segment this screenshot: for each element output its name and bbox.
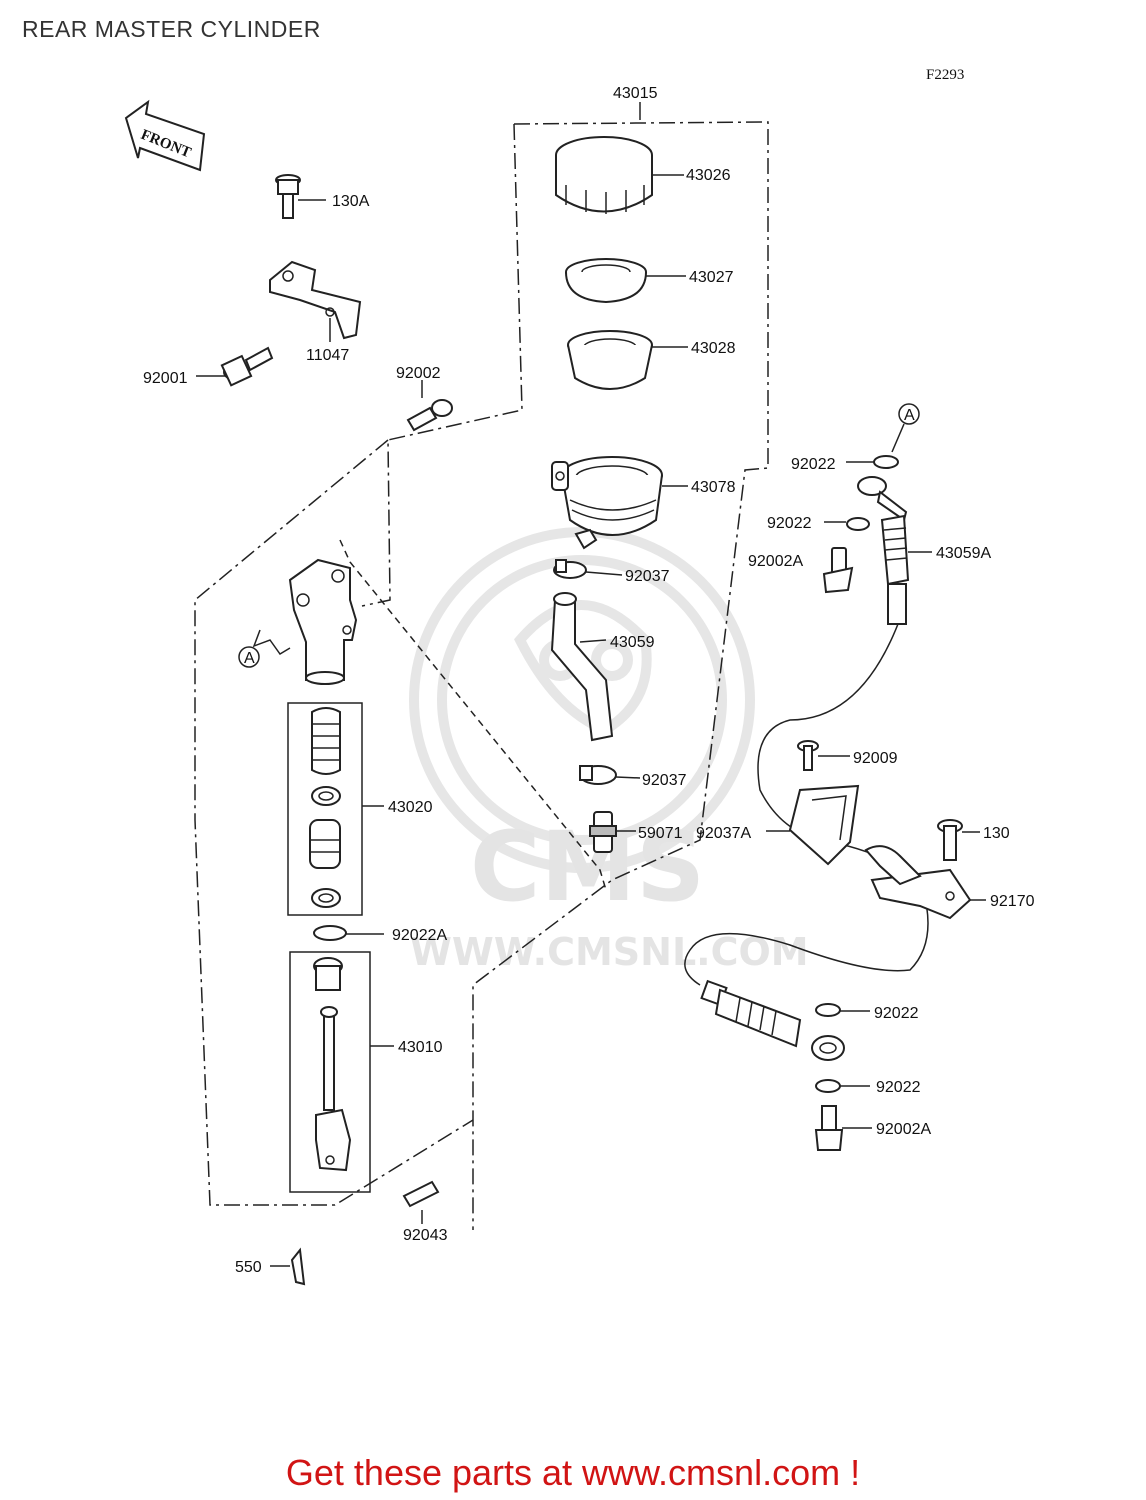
- ref-marker-a-left: A: [244, 650, 255, 667]
- label-59071: 59071: [638, 825, 683, 842]
- label-92001: 92001: [143, 370, 188, 387]
- footer-link-text[interactable]: Get these parts at www.cmsnl.com !: [285, 1452, 861, 1493]
- diaphragm-43028: [567, 330, 688, 390]
- label-92009: 92009: [853, 750, 898, 767]
- label-43026: 43026: [686, 167, 731, 184]
- banjo-bolt-92002A-top: [822, 547, 854, 594]
- banjo-hose-lower: [700, 979, 845, 1061]
- label-92022-a: 92022: [791, 456, 836, 473]
- label-130A: 130A: [332, 193, 370, 210]
- label-92022-c: 92022: [874, 1005, 919, 1022]
- page-title: REAR MASTER CYLINDER: [22, 16, 321, 42]
- label-92022-b: 92022: [767, 515, 812, 532]
- label-92037-top: 92037: [625, 568, 670, 585]
- pin-92043: [402, 1180, 440, 1224]
- watermark-logo: CMS WWW.CMSNL.COM: [409, 527, 809, 974]
- reservoir-body-43078: [551, 456, 688, 550]
- hose-guide-92037A: [766, 784, 860, 866]
- label-43028: 43028: [691, 340, 736, 357]
- banjo-hose-43059A: [857, 476, 932, 625]
- bolt-92002: [406, 380, 453, 432]
- bolt-92001: [196, 346, 274, 387]
- figure-code: F2293: [926, 67, 964, 83]
- hose-clamp-92037-mid: [579, 765, 641, 785]
- label-11047: 11047: [306, 347, 349, 364]
- label-43015: 43015: [613, 85, 658, 102]
- cotter-pin-550: [270, 1247, 306, 1286]
- label-43020: 43020: [388, 799, 433, 816]
- label-92002: 92002: [396, 365, 441, 382]
- parts-diagram: CMS WWW.CMSNL.COM FRONT F2293: [124, 67, 1035, 1286]
- label-92043: 92043: [403, 1227, 448, 1244]
- label-550: 550: [235, 1259, 262, 1276]
- fitting-59071: [589, 811, 636, 853]
- ref-marker-a-right: A: [904, 407, 915, 424]
- label-43078: 43078: [691, 479, 736, 496]
- reservoir-hose-43059: [550, 592, 614, 742]
- bolt-92009: [797, 740, 850, 771]
- washer-92022-d: [815, 1079, 870, 1093]
- diaphragm-plate-43027: [565, 258, 686, 304]
- washer-92022-a: [846, 455, 899, 469]
- front-label: FRONT: [139, 127, 194, 162]
- bolt-130A: [275, 174, 326, 219]
- bracket-11047: [269, 260, 362, 342]
- bolt-130: [937, 819, 980, 861]
- clamp-92170: [864, 845, 986, 920]
- push-rod-43010: [289, 951, 394, 1193]
- watermark-url-text: WWW.CMSNL.COM: [410, 930, 809, 974]
- label-92037A: 92037A: [696, 825, 751, 842]
- reservoir-group-outline: [194, 102, 769, 1230]
- washer-92022-b: [824, 517, 870, 531]
- circlip-92022A: [313, 925, 384, 941]
- hose-clamp-92037-top: [553, 559, 623, 579]
- label-130: 130: [983, 825, 1010, 842]
- banjo-bolt-92002A-bottom: [814, 1105, 872, 1151]
- label-92022-d: 92022: [876, 1079, 921, 1096]
- front-direction-arrow: FRONT: [124, 99, 206, 172]
- label-43027: 43027: [689, 269, 734, 286]
- marker-a-right: A: [891, 403, 920, 453]
- washer-92022-c: [815, 1003, 870, 1017]
- master-cylinder-body: A: [238, 558, 358, 685]
- label-92002A-top: 92002A: [748, 553, 803, 570]
- label-43059A: 43059A: [936, 545, 991, 562]
- label-43059: 43059: [610, 634, 655, 651]
- watermark-cms-text: CMS: [470, 811, 705, 923]
- label-92002A-bottom: 92002A: [876, 1121, 931, 1138]
- label-92037-mid: 92037: [642, 772, 687, 789]
- piston-kit-43020: [287, 702, 384, 916]
- reservoir-cap-43026: [555, 136, 684, 214]
- label-92170: 92170: [990, 893, 1035, 910]
- label-92022A: 92022A: [392, 927, 447, 944]
- label-43010: 43010: [398, 1039, 443, 1056]
